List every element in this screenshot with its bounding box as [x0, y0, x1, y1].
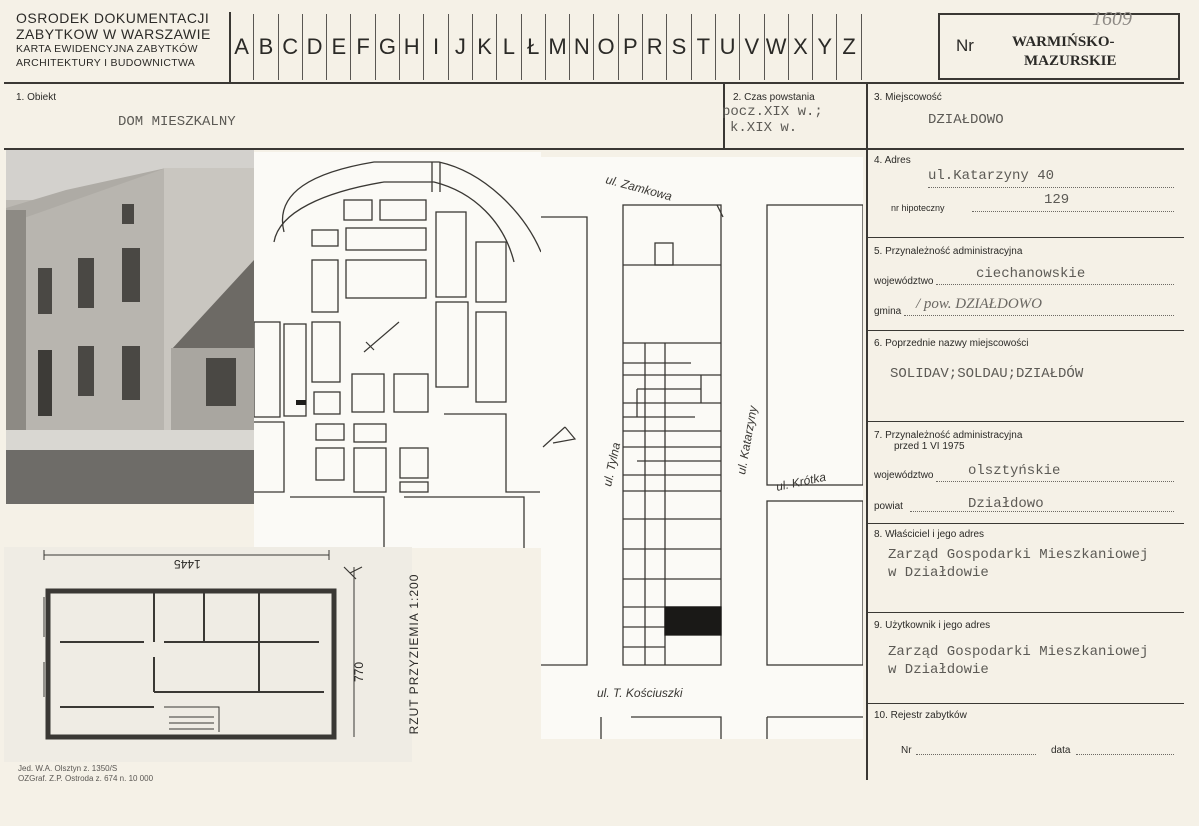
uzytkownik-value-2: w Działdowie: [888, 662, 989, 678]
uzytkownik-value-1: Zarząd Gospodarki Mieszkaniowej: [888, 644, 1149, 660]
index-letter: U: [716, 14, 741, 80]
index-letter: J: [449, 14, 473, 80]
footer-line2: OZGraf. Z.P. Ostroda z. 674 n. 10 000: [18, 774, 154, 783]
rejestr-label: 10. Rejestr zabytków: [874, 710, 967, 721]
index-letter: C: [279, 14, 303, 80]
card-number: 1609: [1092, 8, 1132, 30]
wlasciciel-label: 8. Właściciel i jego adres: [874, 529, 985, 540]
gmina-label: gmina: [874, 306, 902, 317]
street-katarzyny-label: ul. Katarzyny: [734, 404, 760, 476]
index-letter: Ł: [522, 14, 546, 80]
index-letter: N: [570, 14, 595, 80]
poprzednie-label: 6. Poprzednie nazwy miejscowości: [874, 338, 1029, 349]
index-letter: P: [619, 14, 644, 80]
town-map: [253, 152, 542, 548]
adres-value: ul.Katarzyny 40: [928, 168, 1055, 184]
street-tylna-label: ul. Tylna: [600, 441, 623, 488]
institution-line1: OSRODEK DOKUMENTACJI: [16, 10, 210, 26]
building-photo: [6, 150, 254, 504]
index-letter: W: [765, 14, 789, 80]
poprzednie-value: SOLIDAV;SOLDAU;DZIAŁDÓW: [890, 366, 1084, 382]
plan-depth-dim: 770: [352, 661, 367, 683]
miejscowosc-label: 3. Miejscowość: [874, 92, 942, 103]
admin1975-label-2: przed 1 VI 1975: [894, 441, 965, 452]
number-box: [938, 13, 1180, 80]
index-letter: F: [351, 14, 376, 80]
index-letter: H: [400, 14, 425, 80]
index-letter: Y: [813, 14, 838, 80]
plan-width-dim: 1445: [174, 557, 201, 571]
miejscowosc-value: DZIAŁDOWO: [928, 112, 1004, 128]
index-letter: D: [303, 14, 328, 80]
local-map: ul. Zamkowa ul. Tylna ul. Katarzyny ul. …: [541, 157, 864, 739]
footer-line1: Jed. W.A. Olsztyn z. 1350/S: [18, 764, 118, 773]
obiekt-value: DOM MIESZKALNY: [118, 114, 236, 130]
card-title-line2: ARCHITEKTURY I BUDOWNICTWA: [16, 57, 196, 69]
rejestr-nr-label: Nr: [901, 745, 912, 756]
index-letter: O: [594, 14, 619, 80]
gmina-value: / pow. DZIAŁDOWO: [916, 296, 1042, 312]
wlasciciel-value-1: Zarząd Gospodarki Mieszkaniowej: [888, 547, 1149, 563]
czas-value-2: k.XIX w.: [730, 120, 798, 136]
index-letter: B: [254, 14, 279, 80]
woj1975-value: olsztyńskie: [968, 463, 1061, 479]
index-letter: G: [376, 14, 401, 80]
region-line1: WARMIŃSKO-: [1012, 34, 1115, 50]
admin-label: 5. Przynależność administracyjna: [874, 246, 1023, 257]
street-krotka-label: ul. Krótka: [775, 470, 828, 494]
woj1975-label: województwo: [874, 470, 934, 481]
index-letter: A: [230, 14, 255, 80]
wlasciciel-value-2: w Działdowie: [888, 565, 989, 581]
index-letter: V: [740, 14, 765, 80]
index-letter: I: [424, 14, 449, 80]
institution-block: OSRODEK DOKUMENTACJI ZABYTKOW W WARSZAWI…: [16, 10, 211, 70]
index-letter: T: [692, 14, 716, 80]
powiat-value: Działdowo: [968, 496, 1044, 512]
hipoteczny-label: nr hipoteczny: [891, 203, 945, 213]
adres-label: 4. Adres: [874, 155, 911, 166]
obiekt-label: 1. Obiekt: [16, 92, 57, 103]
index-letter: M: [546, 14, 571, 80]
admin1975-label-1: 7. Przynależność administracyjna: [874, 430, 1023, 441]
index-letter: R: [643, 14, 668, 80]
powiat-label: powiat: [874, 501, 903, 512]
index-letter: E: [327, 14, 352, 80]
index-letter: X: [789, 14, 814, 80]
institution-line2: ZABYTKOW W WARSZAWIE: [16, 26, 211, 42]
index-letter: L: [497, 14, 522, 80]
woj-value: ciechanowskie: [976, 266, 1086, 282]
street-top-label: ul. Zamkowa: [604, 172, 674, 203]
card-title-line1: KARTA EWIDENCYJNA ZABYTKÓW: [16, 43, 198, 55]
rejestr-data-label: data: [1051, 745, 1071, 756]
hipoteczny-value: 129: [1044, 192, 1070, 208]
czas-value-1: pocz.XIX w.;: [722, 104, 823, 120]
plan-caption: RZUT PRZYZIEMIA 1:200: [407, 573, 421, 735]
czas-label: 2. Czas powstania: [733, 92, 815, 103]
region-line2: MAZURSKIE: [1024, 53, 1117, 69]
woj-label: województwo: [874, 276, 934, 287]
floor-plan: 1445 770 RZUT PRZYZIEMIA 1:200: [4, 547, 421, 762]
street-kosciuszki-label: ul. T. Kościuszki: [597, 686, 683, 700]
index-letter: K: [473, 14, 498, 80]
nr-label: Nr: [956, 36, 974, 55]
uzytkownik-label: 9. Użytkownik i jego adres: [874, 620, 991, 631]
index-letter: Z: [837, 14, 862, 80]
index-letter: S: [667, 14, 692, 80]
